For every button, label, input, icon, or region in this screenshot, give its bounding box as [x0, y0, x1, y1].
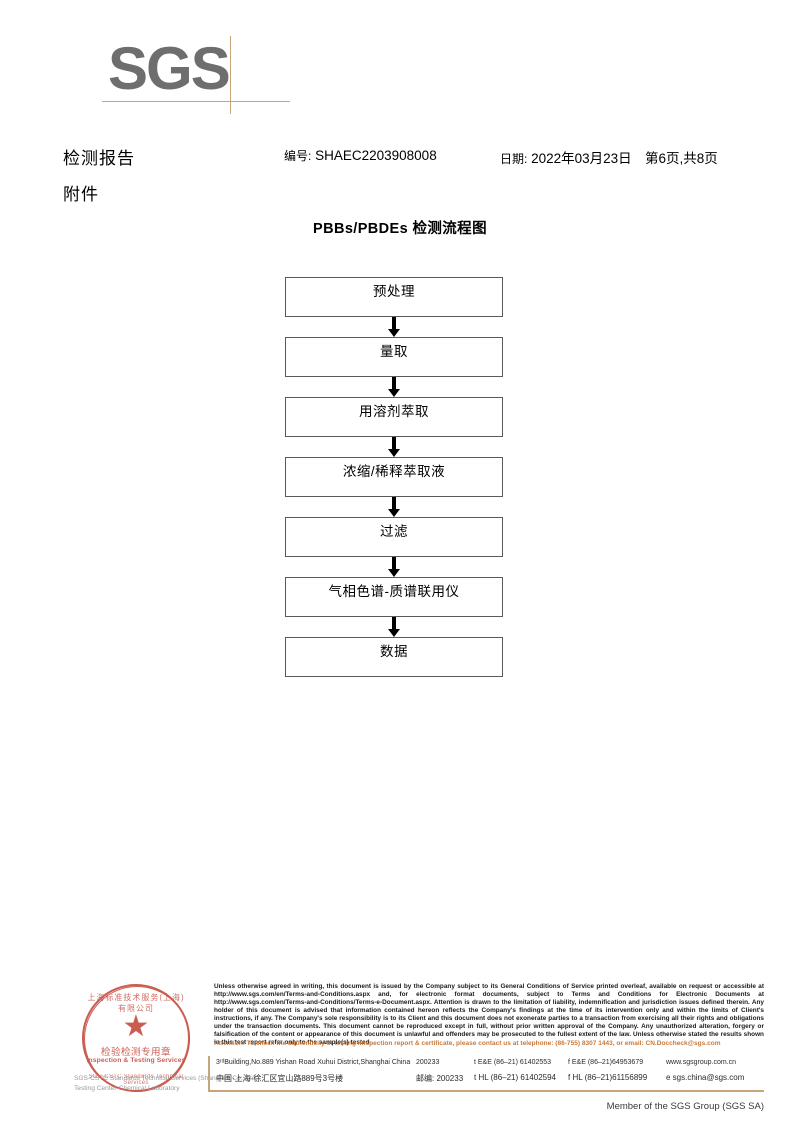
- arrow-shaft: [392, 377, 396, 391]
- address-en: 3ʳᵈBuilding,No.889 Yishan Road Xuhui Dis…: [216, 1059, 411, 1066]
- flow-step: 浓缩/稀释萃取液: [285, 457, 503, 497]
- seal-company-line2: Testing Center-Chemical Laboratory: [74, 1085, 180, 1092]
- flow-box-solvent-extraction: 用溶剂萃取: [285, 397, 503, 437]
- arrow-head: [388, 449, 400, 457]
- seal-arc-bottom-text: SGS-CSTC Standards Technical Services: [88, 1074, 184, 1086]
- zip-en: 200233: [416, 1059, 440, 1066]
- flow-box-concentrate-dilute: 浓缩/稀释萃取液: [285, 457, 503, 497]
- address-cn: 中国·上海·徐汇区宜山路889号3号楼: [216, 1074, 344, 1083]
- attention-notice-text: Attention: To check the authenticity of …: [214, 1040, 721, 1047]
- report-date-label: 日期:: [500, 152, 528, 166]
- flow-arrow-icon: [285, 617, 503, 637]
- arrow-head: [388, 569, 400, 577]
- flow-box-filtration: 过滤: [285, 517, 503, 557]
- address-vertical-rule: [208, 1056, 210, 1092]
- seal-arc-top-text: 上海标准技术服务(上海)有限公司: [87, 993, 185, 1013]
- arrow-shaft: [392, 437, 396, 451]
- logo-horizontal-rule: [102, 101, 290, 102]
- flow-box-measure: 量取: [285, 337, 503, 377]
- fax-cn: f HL (86–21)61156899: [568, 1073, 648, 1082]
- website-link[interactable]: www.sgsgroup.com.cn: [666, 1059, 737, 1066]
- arrow-shaft: [392, 617, 396, 631]
- fax-en: f E&E (86–21)64953679: [568, 1059, 644, 1066]
- report-title: 检测报告: [63, 149, 135, 168]
- arrow-shaft: [392, 497, 396, 511]
- seal-inner-ring: [84, 986, 190, 1092]
- report-date-value: 2022年03月23日: [531, 151, 632, 166]
- arrow-head: [388, 389, 400, 397]
- seal-en-text: Inspection & Testing Services: [86, 1057, 186, 1064]
- flow-box-pretreatment: 预处理: [285, 277, 503, 317]
- star-icon: ★: [122, 1010, 150, 1043]
- email-link[interactable]: e sgs.china@sgs.com: [666, 1073, 745, 1082]
- flow-arrow-icon: [285, 377, 503, 397]
- zip-cn: 邮编: 200233: [416, 1074, 464, 1083]
- flow-arrow-icon: [285, 497, 503, 517]
- flow-step: 数据: [285, 637, 503, 677]
- document-header: 检测报告 附件 编号: SHAEC2203908008 日期: 2022年03月…: [0, 140, 800, 206]
- flow-arrow-icon: [285, 317, 503, 337]
- report-date: 日期: 2022年03月23日: [500, 147, 632, 167]
- page-footer: 上海标准技术服务(上海)有限公司 ★ 检验检测专用章 Inspection & …: [0, 980, 800, 1131]
- report-number-label: 编号:: [284, 149, 312, 163]
- seal-cn-text: 检验检测专用章: [100, 1047, 171, 1058]
- flow-step: 气相色谱-质谱联用仪: [285, 577, 503, 617]
- company-seal: 上海标准技术服务(上海)有限公司 ★ 检验检测专用章 Inspection & …: [74, 982, 257, 1100]
- legal-terms-text: Unless otherwise agreed in writing, this…: [214, 983, 764, 1047]
- flow-step: 预处理: [285, 277, 503, 317]
- telephone-cn: t HL (86–21) 61402594: [474, 1073, 556, 1082]
- logo-vertical-rule: [230, 36, 231, 114]
- flow-arrow-icon: [285, 557, 503, 577]
- flow-arrow-icon: [285, 437, 503, 457]
- arrow-head: [388, 509, 400, 517]
- sgs-logo: SGS: [102, 35, 290, 118]
- flow-box-data: 数据: [285, 637, 503, 677]
- seal-circle-icon: 上海标准技术服务(上海)有限公司 ★ 检验检测专用章 Inspection & …: [82, 984, 190, 1092]
- page-indicator: 第6页,共8页: [645, 151, 718, 166]
- flowchart: 预处理 量取 用溶剂萃取 浓缩/稀释萃取液 过滤: [285, 277, 503, 677]
- address-horizontal-rule: [208, 1090, 764, 1092]
- flow-step: 用溶剂萃取: [285, 397, 503, 437]
- flow-box-gcms: 气相色谱-质谱联用仪: [285, 577, 503, 617]
- arrow-shaft: [392, 317, 396, 331]
- flow-step: 量取: [285, 337, 503, 377]
- arrow-shaft: [392, 557, 396, 571]
- sgs-group-member-line: Member of the SGS Group (SGS SA): [606, 1101, 764, 1112]
- report-number: 编号: SHAEC2203908008: [284, 147, 437, 164]
- telephone-en: t E&E (86–21) 61402553: [474, 1059, 552, 1066]
- flow-step: 过滤: [285, 517, 503, 557]
- seal-company-name: SGS-CSTC Standards Technical Services (S…: [74, 1074, 258, 1094]
- arrow-head: [388, 329, 400, 337]
- seal-company-line1: SGS-CSTC Standards Technical Services (S…: [74, 1075, 258, 1082]
- flowchart-title: PBBs/PBDEs 检测流程图: [313, 221, 487, 237]
- sgs-logo-text: SGS: [108, 35, 231, 102]
- annex-label: 附件: [63, 185, 99, 204]
- arrow-head: [388, 629, 400, 637]
- report-number-value: SHAEC2203908008: [315, 148, 437, 163]
